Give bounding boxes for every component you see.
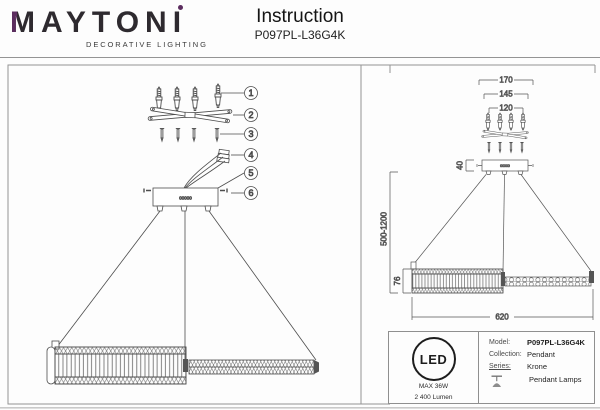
callout-5: 5: [244, 166, 258, 180]
title-block: Instruction P097PL-L36G4K: [210, 6, 390, 43]
model-label: Model:: [489, 339, 511, 346]
led-badge: LED: [411, 337, 456, 381]
callout-6: 6: [244, 186, 258, 200]
spec-row-series: Series: Krone: [489, 362, 590, 371]
spec-row-model: Model: P097PL-L36G4K: [489, 338, 590, 347]
series-label: Series:: [489, 363, 511, 371]
led-cell: LED MAX 36W 2 400 Lumen: [389, 332, 479, 403]
suspension-wires-left: [56, 210, 317, 361]
canopy-label-right: 00000: [500, 164, 510, 168]
callout-4: 4: [244, 148, 258, 162]
assembly-diagrams: 00000: [0, 57, 600, 409]
series-type-value: Pendant Lamps: [529, 374, 582, 384]
logo-text: MAYTONI: [10, 6, 188, 39]
collection-value: Pendant: [527, 350, 555, 360]
logo-tagline: DECORATIVE LIGHTING: [86, 40, 208, 49]
hardware-right: [481, 112, 529, 153]
anchor-bolts-group: [155, 83, 222, 111]
dimension-top-widths: [478, 79, 534, 113]
dim-40: 40: [456, 161, 465, 170]
canopy-label-left: 00000: [179, 196, 192, 201]
logo-text-accent: MAYTONI: [10, 6, 188, 39]
spec-table: LED MAX 36W 2 400 Lumen Model: P097PL-L3…: [388, 331, 595, 404]
wire-connector: [183, 148, 230, 189]
canopy-left: [143, 187, 228, 212]
dimension-fixture-width: [411, 289, 594, 320]
callouts: 1 2 3 4 5 6: [217, 86, 258, 200]
series-value: Krone: [527, 362, 548, 372]
dim-76: 76: [393, 276, 402, 285]
dim-170: 170: [499, 76, 513, 85]
canopy-right: [476, 159, 534, 175]
callout-3: 3: [244, 127, 258, 141]
spec-row-series-type: Pendant Lamps: [489, 375, 590, 390]
svg-text:1: 1: [248, 88, 253, 98]
fixture-right: [410, 261, 594, 294]
page-title: Instruction: [256, 6, 344, 27]
max-power: MAX 36W: [418, 383, 449, 390]
callout-2: 2: [244, 108, 258, 122]
model-value: P097PL-L36G4K: [527, 338, 585, 347]
dim-120: 120: [499, 104, 513, 113]
dim-145: 145: [499, 90, 513, 99]
collection-label: Collection:: [489, 351, 522, 359]
dim-500-1200: 500-1200: [380, 212, 389, 246]
callout-1: 1: [244, 86, 258, 100]
info-cell: Model: P097PL-L36G4K Collection: Pendant…: [479, 332, 594, 403]
dim-620: 620: [495, 313, 509, 322]
svg-text:4: 4: [248, 150, 253, 160]
svg-text:6: 6: [248, 188, 253, 198]
spec-row-collection: Collection: Pendant: [489, 350, 590, 359]
svg-text:2: 2: [248, 110, 253, 120]
fixture-left: [46, 340, 319, 385]
pendant-lamp-icon: [489, 375, 529, 390]
suspension-wires-right: [412, 174, 592, 273]
svg-text:3: 3: [248, 129, 253, 139]
led-logo-text: LED: [419, 351, 448, 367]
luminous-flux: 2 400 Lumen: [414, 393, 453, 401]
dimension-fixture-height: [402, 268, 411, 294]
logo-i-dot: [178, 5, 183, 10]
maytoni-logo: MAYTONI MAYTONI DECORATIVE LIGHTING: [10, 5, 208, 49]
right-diagram: 170 145 120 00000: [379, 75, 594, 322]
left-diagram: 00000: [46, 83, 319, 385]
screws-group: [159, 128, 220, 142]
mounting-bracket: [147, 106, 233, 124]
frame-lines: [0, 57, 600, 409]
dimension-canopy-height: [465, 159, 474, 172]
dimension-drop: [389, 171, 398, 294]
logo-wordmark: MAYTONI MAYTONI: [10, 5, 188, 40]
model-number: P097PL-L36G4K: [254, 28, 346, 42]
svg-text:5: 5: [248, 168, 253, 178]
